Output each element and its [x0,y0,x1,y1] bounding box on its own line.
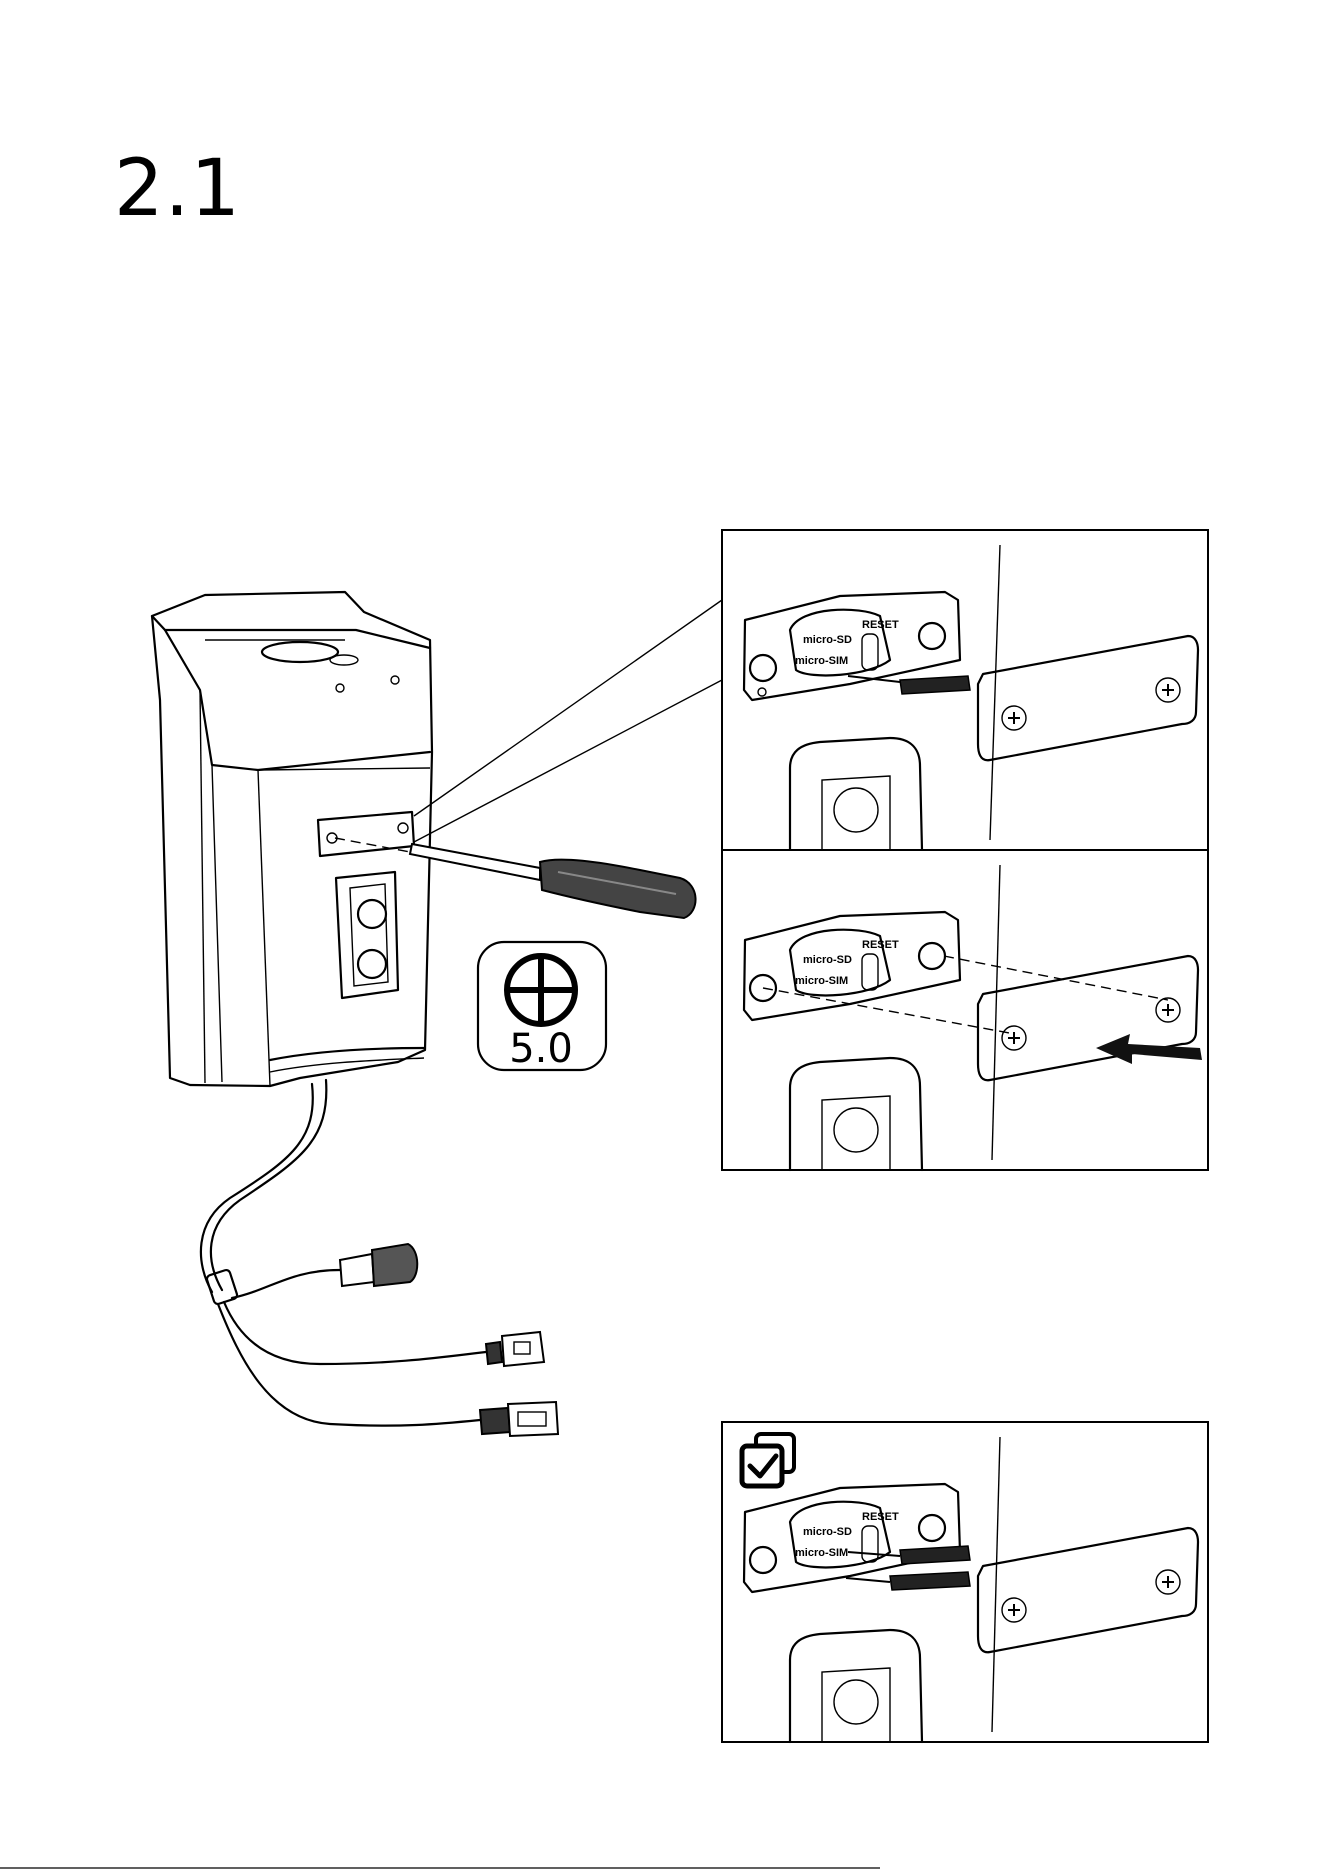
svg-text:micro-SIM: micro-SIM [795,1547,848,1559]
detail-panel-2: micro-SD micro-SIM RESET [722,850,1208,1170]
network-connector [340,1244,417,1286]
svg-text:RESET: RESET [862,939,899,951]
svg-text:micro-SIM: micro-SIM [795,975,848,987]
detail-panel-1: micro-SD micro-SIM RESET [722,530,1208,850]
svg-text:RESET: RESET [862,1511,899,1523]
tool-size-label: 5.0 [509,1026,573,1072]
callout-line [414,600,722,816]
screwdriver [335,838,696,918]
microsd-slot-label: micro-SD [803,634,852,646]
tool-badge: 5.0 [478,942,606,1072]
phillips-screwdriver-icon [507,956,575,1024]
cable-harness [201,1080,558,1436]
microsim-slot-label: micro-SIM [795,655,848,667]
detail-panel-3: micro-SD micro-SIM RESET [722,1422,1208,1742]
callout-line [414,680,722,842]
dc-connector [480,1402,558,1436]
camera-body [152,592,432,1086]
svg-text:micro-SD: micro-SD [803,954,852,966]
power-connector [486,1332,544,1366]
reset-label: RESET [862,619,899,631]
svg-text:micro-SD: micro-SD [803,1526,852,1538]
